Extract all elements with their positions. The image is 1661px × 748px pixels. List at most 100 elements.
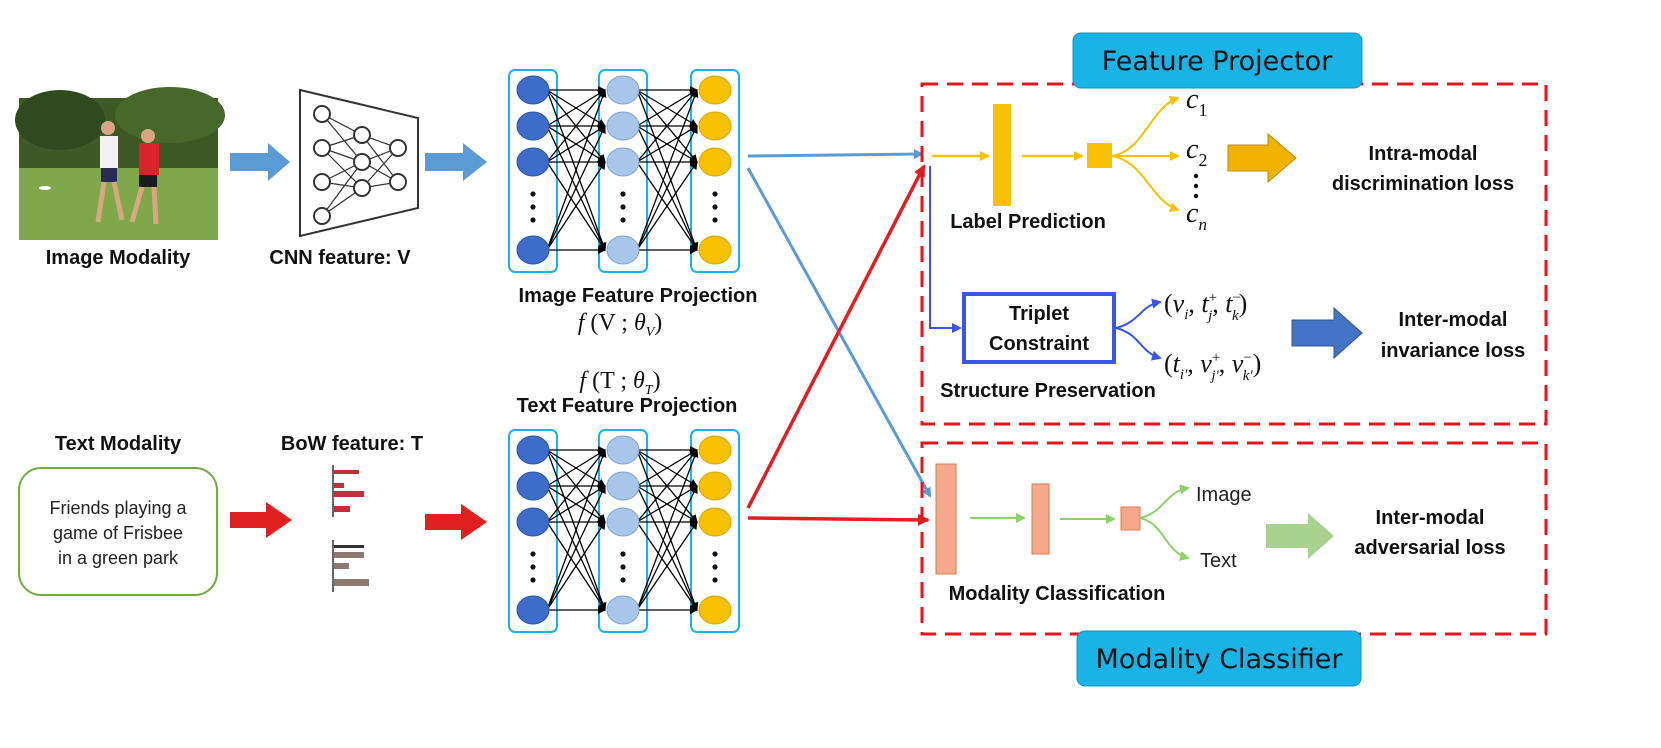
image-net-ellipsis-dot (712, 204, 718, 210)
text-net-node (698, 471, 732, 501)
cnn-feature-label: CNN feature: V (269, 247, 411, 269)
triplet-expression-1: (vi, t+j, t−k) (1164, 289, 1247, 324)
modality-layer-1 (935, 463, 957, 575)
text-net-node (698, 435, 732, 465)
text-net-node (606, 595, 640, 625)
image-projection-label: Image Feature Projection (519, 285, 758, 307)
text-net-ellipsis-dot (530, 564, 536, 570)
text-net-node (516, 471, 550, 501)
text-net-connection (546, 449, 606, 523)
text-net-ellipsis-dot (712, 577, 718, 583)
text-net-ellipsis-dot (530, 577, 536, 583)
label-prediction-node (1087, 143, 1112, 168)
branch-to-image (1139, 484, 1190, 519)
image-net-node (698, 147, 732, 177)
feature-projector-title: Feature Projector (1102, 46, 1334, 77)
text-net-ellipsis-dot (530, 551, 536, 557)
image-net-node (606, 147, 640, 177)
photo-image-modality (15, 87, 225, 240)
text-sentence-line-1: Friends playing a (49, 498, 187, 518)
label-prediction-layer (993, 104, 1011, 206)
modality-classification-caption: Modality Classification (949, 583, 1166, 605)
image-net-connection (546, 161, 606, 251)
text-sentence-line-3: in a green park (58, 548, 179, 568)
label-prediction-caption: Label Prediction (950, 211, 1106, 233)
image-net-connection (546, 125, 606, 163)
class-c2: c2 (1186, 134, 1207, 170)
triplet-expression-2: (ti', v+j', v−k') (1164, 349, 1261, 384)
image-net-ellipsis-dot (712, 217, 718, 223)
arrow-image-to-cnn (230, 143, 290, 181)
arrow-text-to-bow (230, 502, 292, 538)
image-net-ellipsis-dot (620, 217, 626, 223)
text-net-node (516, 595, 550, 625)
modality-node (1120, 506, 1141, 531)
modality-classifier-title: Modality Classifier (1096, 644, 1344, 675)
text-net-connection (546, 449, 606, 487)
image-net-ellipsis-dot (712, 191, 718, 197)
bow-feature-label: BoW feature: T (281, 433, 423, 455)
image-net-connection (636, 89, 698, 163)
class-ellipsis-dots (1193, 173, 1199, 199)
arrow-bow-to-projection (425, 504, 487, 540)
image-net-ellipsis-dot (530, 204, 536, 210)
arrow-text-to-feature-projector (746, 164, 926, 509)
text-net-connection (546, 485, 606, 611)
image-net-node (516, 235, 550, 265)
text-net-column-1 (508, 429, 558, 633)
image-net-connection (636, 161, 698, 251)
text-net-connection (546, 521, 606, 611)
inter-invariance-line-2: invariance loss (1381, 340, 1526, 362)
text-net-node (606, 471, 640, 501)
adversarial-loss-line-1: Inter-modal (1376, 507, 1485, 529)
text-net-node (698, 595, 732, 625)
text-net-ellipsis-dot (620, 577, 626, 583)
output-image-label: Image (1196, 484, 1252, 506)
output-text-label: Text (1200, 550, 1237, 572)
image-net-connection (636, 125, 698, 163)
triplet-label-line-2: Constraint (989, 333, 1089, 355)
image-net-connection (636, 89, 698, 127)
text-net-ellipsis-dot (620, 564, 626, 570)
branch-to-text (1139, 517, 1190, 561)
image-net-connection (546, 89, 606, 163)
arrow-text-to-modality-classifier (747, 513, 930, 526)
image-net-node (516, 111, 550, 141)
image-net-connection (546, 89, 607, 251)
image-net-node (698, 111, 732, 141)
structure-preservation-caption: Structure Preservation (940, 380, 1156, 402)
triplet-label-line-1: Triplet (1009, 303, 1069, 325)
branch-to-c1 (1111, 95, 1180, 157)
text-net-connection (636, 521, 698, 611)
image-net-node (516, 75, 550, 105)
image-modality-label: Image Modality (46, 247, 191, 269)
image-net-node (606, 75, 640, 105)
cnn-icon (299, 88, 419, 238)
image-net-ellipsis-dot (530, 191, 536, 197)
text-projection-network (508, 429, 740, 633)
triplet-branch-down (1115, 327, 1162, 361)
text-net-node (698, 507, 732, 537)
image-net-node (698, 75, 732, 105)
arrow-cnn-to-projection (425, 143, 487, 181)
image-net-connection (636, 125, 698, 251)
inter-invariance-arrow (1291, 306, 1363, 360)
text-modality-box (18, 467, 218, 596)
inter-invariance-line-1: Inter-modal (1399, 309, 1508, 331)
text-net-ellipsis-dot (712, 551, 718, 557)
image-net-node (606, 235, 640, 265)
image-net-connection (546, 89, 606, 127)
image-net-connection (546, 125, 606, 251)
image-net-column-1 (508, 69, 558, 273)
image-net-connection (636, 89, 699, 251)
adversarial-loss-arrow (1266, 513, 1334, 559)
image-net-node (516, 147, 550, 177)
triplet-branch-up (1115, 298, 1162, 329)
adversarial-loss-line-2: adversarial loss (1354, 537, 1505, 559)
text-projection-formula: f (T ; θT) (579, 368, 660, 398)
class-cn: cn (1186, 198, 1207, 234)
text-net-node (516, 507, 550, 537)
intra-loss-line-2: discrimination loss (1332, 173, 1514, 195)
intra-loss-line-1: Intra-modal (1369, 143, 1478, 165)
